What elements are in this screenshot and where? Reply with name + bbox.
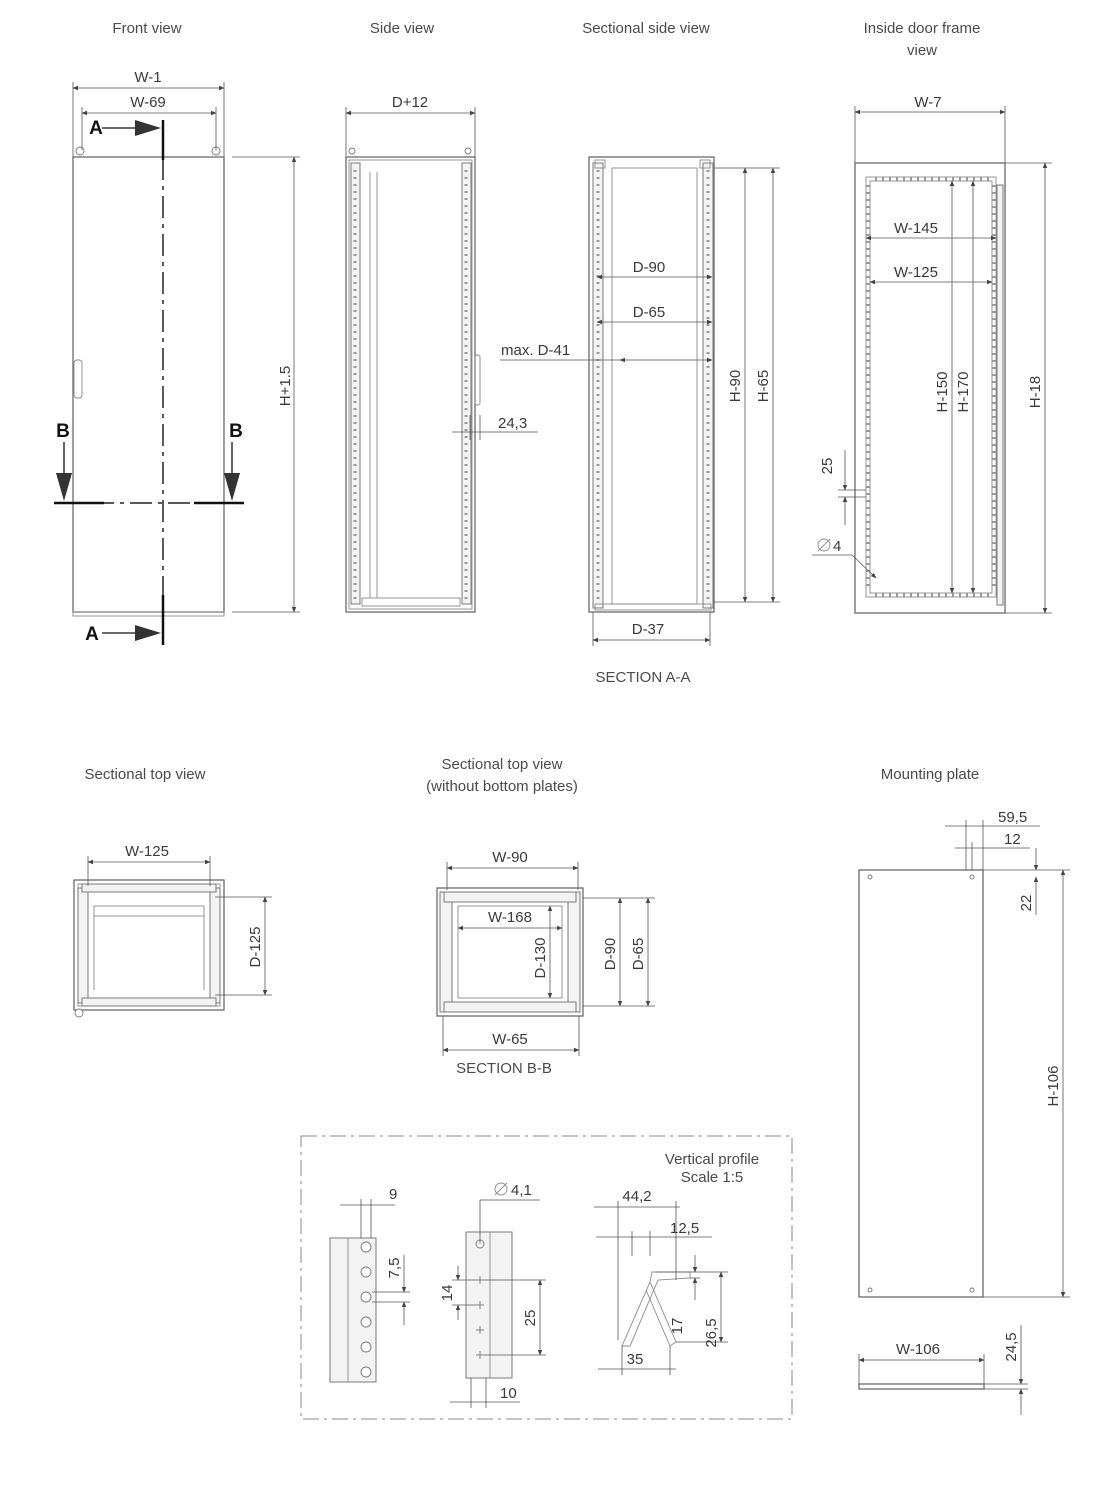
- dim-7-5: 7,5: [386, 1258, 403, 1279]
- dim-w-65: W-65: [492, 1031, 528, 1048]
- dim-max-d-41: max. D-41: [501, 342, 570, 359]
- dim-24-3: 24,3: [498, 415, 527, 432]
- caption-vertical-profile: Vertical profile: [665, 1151, 759, 1168]
- dim-h-90: H-90: [727, 370, 744, 403]
- dim-59-5: 59,5: [998, 809, 1027, 826]
- dim-w-1: W-1: [134, 69, 161, 86]
- caption-vertical-profile-scale: Scale 1:5: [681, 1169, 744, 1186]
- dim-35: 35: [627, 1351, 644, 1368]
- caption-side-view: Side view: [370, 20, 434, 37]
- dim-w-106: W-106: [896, 1341, 940, 1358]
- section-marker-b-right: B: [229, 421, 243, 442]
- dim-d-65-top: D-65: [630, 938, 647, 971]
- dim-10: 10: [500, 1385, 517, 1402]
- dim-44-2: 44,2: [622, 1188, 651, 1205]
- front-view: W-1 W-69 H+1.5 A A B B: [54, 69, 300, 645]
- dim-h-18: H-18: [1027, 376, 1044, 409]
- dim-w-125-top: W-125: [125, 843, 169, 860]
- sectional-top-view: W-125 D-125: [73, 843, 272, 1018]
- caption-mounting-plate: Mounting plate: [881, 766, 979, 783]
- dim-w-125: W-125: [894, 264, 938, 281]
- dim-24-5: 24,5: [1003, 1332, 1020, 1361]
- dim-12-5: 12,5: [670, 1220, 699, 1237]
- dim-h-1-5: H+1.5: [277, 366, 294, 406]
- dim-d-90-top: D-90: [602, 938, 619, 971]
- caption-inside-door-frame: Inside door frame: [864, 20, 981, 37]
- mounting-plate: 59,5 12 22 H-106 W-106 24,5: [858, 809, 1070, 1415]
- dim-9: 9: [389, 1186, 397, 1203]
- dim-25-frame: 25: [819, 458, 836, 475]
- dim-12-plate: 12: [1004, 831, 1021, 848]
- caption-section-bb: SECTION B-B: [456, 1060, 552, 1077]
- caption-section-aa: SECTION A-A: [595, 669, 690, 686]
- dim-d-12: D+12: [392, 94, 428, 111]
- vertical-profile-detail: Vertical profile Scale 1:5 9 7,5: [300, 1135, 793, 1420]
- dim-14: 14: [439, 1285, 456, 1302]
- sectional-top-view-2: W-90 W-168 D-130 D-90 D-65 W-65: [436, 849, 655, 1056]
- side-view: D+12 24,3: [345, 94, 538, 613]
- dim-d-37: D-37: [632, 621, 665, 638]
- dim-h-65: H-65: [755, 370, 772, 403]
- dim-dia-4-1: 4,1: [511, 1182, 532, 1199]
- dim-25-profile: 25: [522, 1310, 539, 1327]
- caption-sectional-side-view: Sectional side view: [582, 20, 710, 37]
- dim-w-168: W-168: [488, 909, 532, 926]
- caption-front-view: Front view: [112, 20, 181, 37]
- section-marker-a-top: A: [89, 118, 103, 139]
- dim-22: 22: [1018, 895, 1035, 912]
- dim-h-170: H-170: [955, 372, 972, 413]
- caption-inside-door-frame-2: view: [907, 42, 937, 59]
- dim-h-106: H-106: [1045, 1066, 1062, 1107]
- caption-sectional-top-view-2: Sectional top view: [442, 756, 563, 773]
- section-marker-a-bottom: A: [85, 624, 99, 645]
- caption-sectional-top-view-2b: (without bottom plates): [426, 778, 578, 795]
- dim-d-130: D-130: [532, 938, 549, 979]
- dim-w-69: W-69: [130, 94, 166, 111]
- dim-26-5: 26,5: [703, 1318, 720, 1347]
- dim-w-145: W-145: [894, 220, 938, 237]
- caption-sectional-top-view: Sectional top view: [85, 766, 206, 783]
- dim-h-150: H-150: [934, 372, 951, 413]
- inside-door-frame-view: W-7 W-145 W-125 H-150 H-170 H-18 25 4: [812, 94, 1052, 614]
- dim-w-7: W-7: [914, 94, 941, 111]
- sectional-side-view: D-90 D-65 max. D-41 D-37 H-90 H-65: [500, 156, 780, 646]
- section-marker-b-left: B: [56, 421, 70, 442]
- dim-w-90-top: W-90: [492, 849, 528, 866]
- dim-d-90: D-90: [633, 259, 666, 276]
- dim-17: 17: [669, 1318, 686, 1335]
- dim-d-125: D-125: [247, 927, 264, 968]
- dim-dia-4: 4: [833, 538, 841, 555]
- dim-d-65: D-65: [633, 304, 666, 321]
